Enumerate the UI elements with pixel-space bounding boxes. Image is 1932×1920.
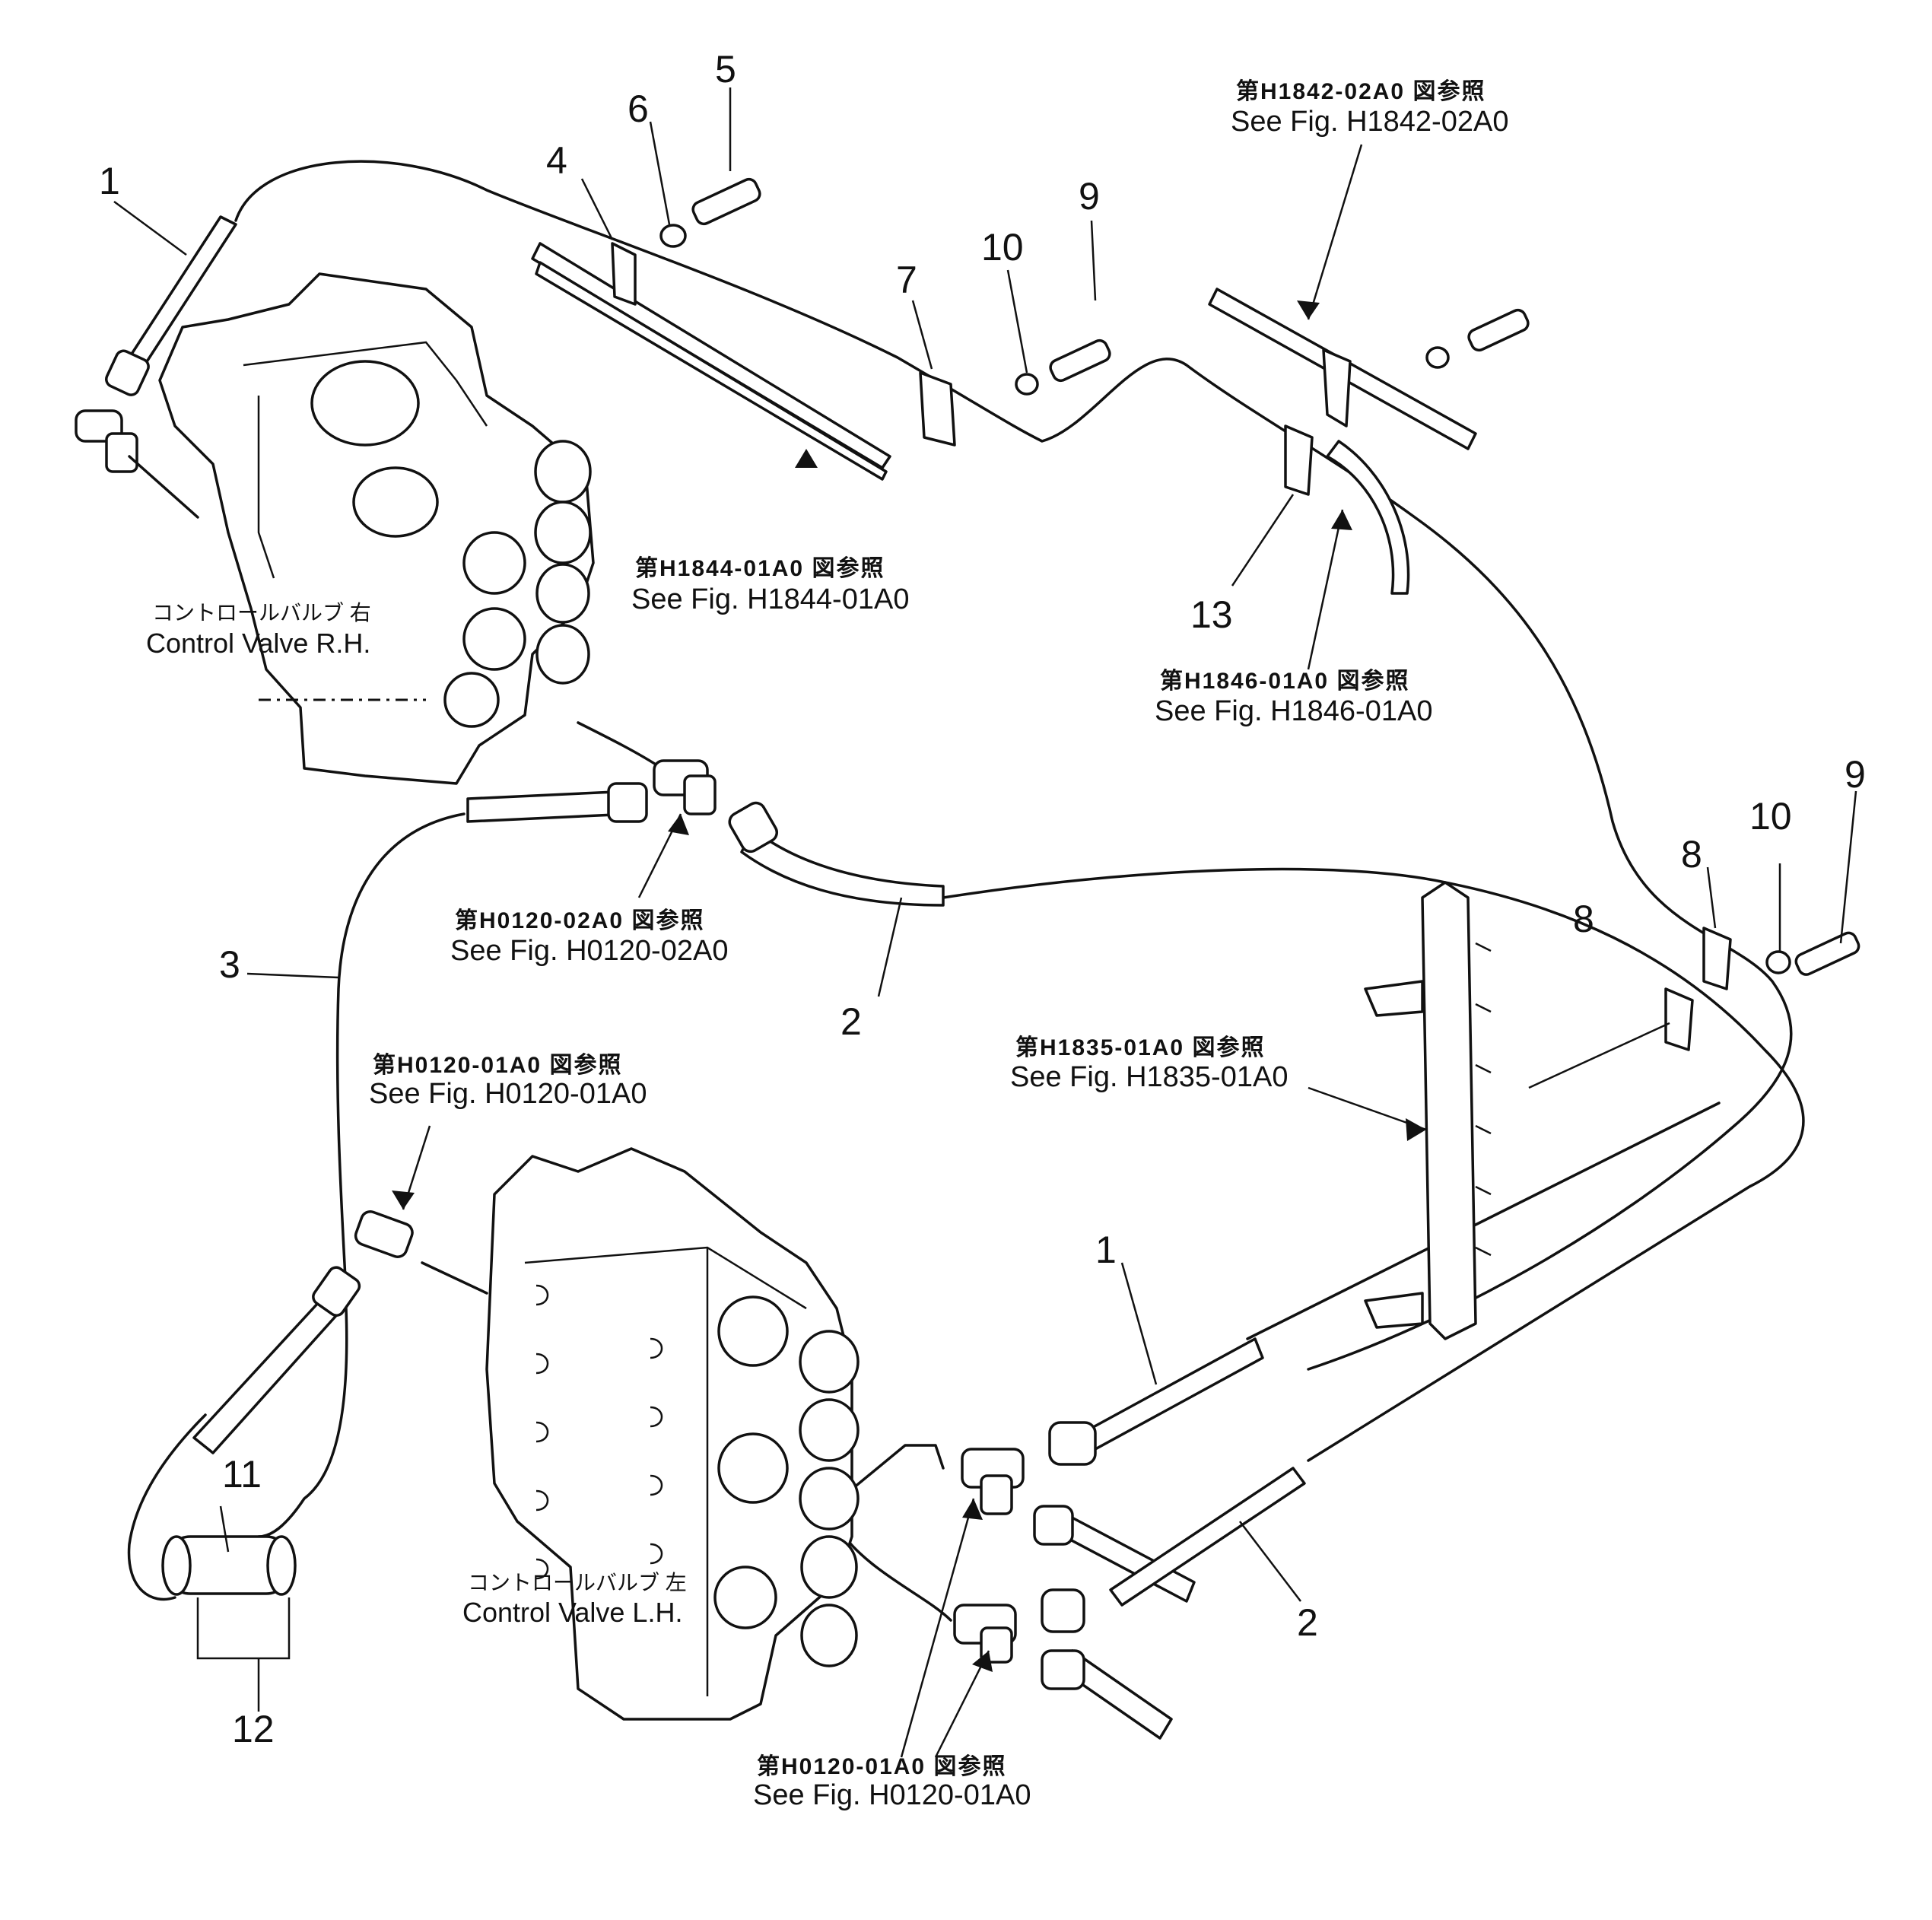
valve-rh-label-en: Control Valve R.H. <box>146 628 370 659</box>
ref-h1835-jp: 第H1835-01A0 図参照 <box>1015 1035 1265 1060</box>
callout-5: 5 <box>715 48 736 91</box>
callout-12: 12 <box>232 1708 275 1750</box>
callout-8-a: 8 <box>1681 833 1702 876</box>
ref-h0120-02-jp: 第H0120-02A0 図参照 <box>455 908 704 933</box>
callout-8-b: 8 <box>1573 898 1594 940</box>
ref-h1835-en: See Fig. H1835-01A0 <box>1010 1061 1288 1093</box>
callout-10-top: 10 <box>981 226 1024 269</box>
callout-11: 11 <box>222 1453 262 1496</box>
callout-2-mid: 2 <box>840 1000 862 1043</box>
callout-3: 3 <box>219 943 240 986</box>
ref-h0120-01-lower-jp: 第H0120-01A0 図参照 <box>757 1753 1006 1779</box>
callout-7: 7 <box>896 259 917 301</box>
callout-4: 4 <box>546 139 567 182</box>
arrowheads <box>392 300 1426 1672</box>
callout-10-right: 10 <box>1749 795 1792 838</box>
ref-h0120-02-en: See Fig. H0120-02A0 <box>450 935 728 967</box>
callout-9-right: 9 <box>1845 753 1866 796</box>
ref-h0120-01-lower-en: See Fig. H0120-01A0 <box>753 1779 1031 1811</box>
ref-h0120-01-upper-en: See Fig. H0120-01A0 <box>369 1078 647 1110</box>
callout-13: 13 <box>1190 593 1233 636</box>
callout-2-bottom: 2 <box>1297 1601 1318 1644</box>
ref-h1842-en: See Fig. H1842-02A0 <box>1231 106 1508 138</box>
valve-lh-label-jp: コントロールバルブ 左 <box>468 1571 687 1594</box>
ref-h1846-jp: 第H1846-01A0 図参照 <box>1160 668 1409 694</box>
callout-9-top: 9 <box>1079 175 1100 218</box>
inline-filter <box>161 1535 297 1660</box>
fittings <box>354 759 1025 1664</box>
ref-h1844-jp: 第H1844-01A0 図参照 <box>635 555 885 581</box>
valve-lh-label-en: Control Valve L.H. <box>462 1597 682 1628</box>
callout-1-top: 1 <box>99 160 120 202</box>
hose-lines <box>127 160 1805 1622</box>
figure-references: 第H1842-02A0 図参照 See Fig. H1842-02A0 第H18… <box>369 78 1508 1811</box>
ref-h1846-en: See Fig. H1846-01A0 <box>1155 695 1432 727</box>
ref-h1844-en: See Fig. H1844-01A0 <box>631 583 909 615</box>
callout-numbers: 1 2 3 4 5 6 7 8 8 9 9 10 10 11 12 13 1 2 <box>99 48 1866 1750</box>
pipe-manifold <box>1364 881 1492 1340</box>
hose-assemblies <box>105 215 1306 1740</box>
control-valve-rh <box>75 272 595 785</box>
control-valve-lh <box>485 1147 860 1721</box>
callout-6: 6 <box>628 87 649 130</box>
ref-h0120-01-upper-jp: 第H0120-01A0 図参照 <box>373 1052 622 1078</box>
callout-1-bottom: 1 <box>1095 1229 1117 1271</box>
valve-rh-label-jp: コントロールバルブ 右 <box>152 601 371 625</box>
clamp-brackets <box>531 177 1861 1051</box>
ref-h1842-jp: 第H1842-02A0 図参照 <box>1236 78 1486 104</box>
leader-lines <box>113 87 1857 1758</box>
